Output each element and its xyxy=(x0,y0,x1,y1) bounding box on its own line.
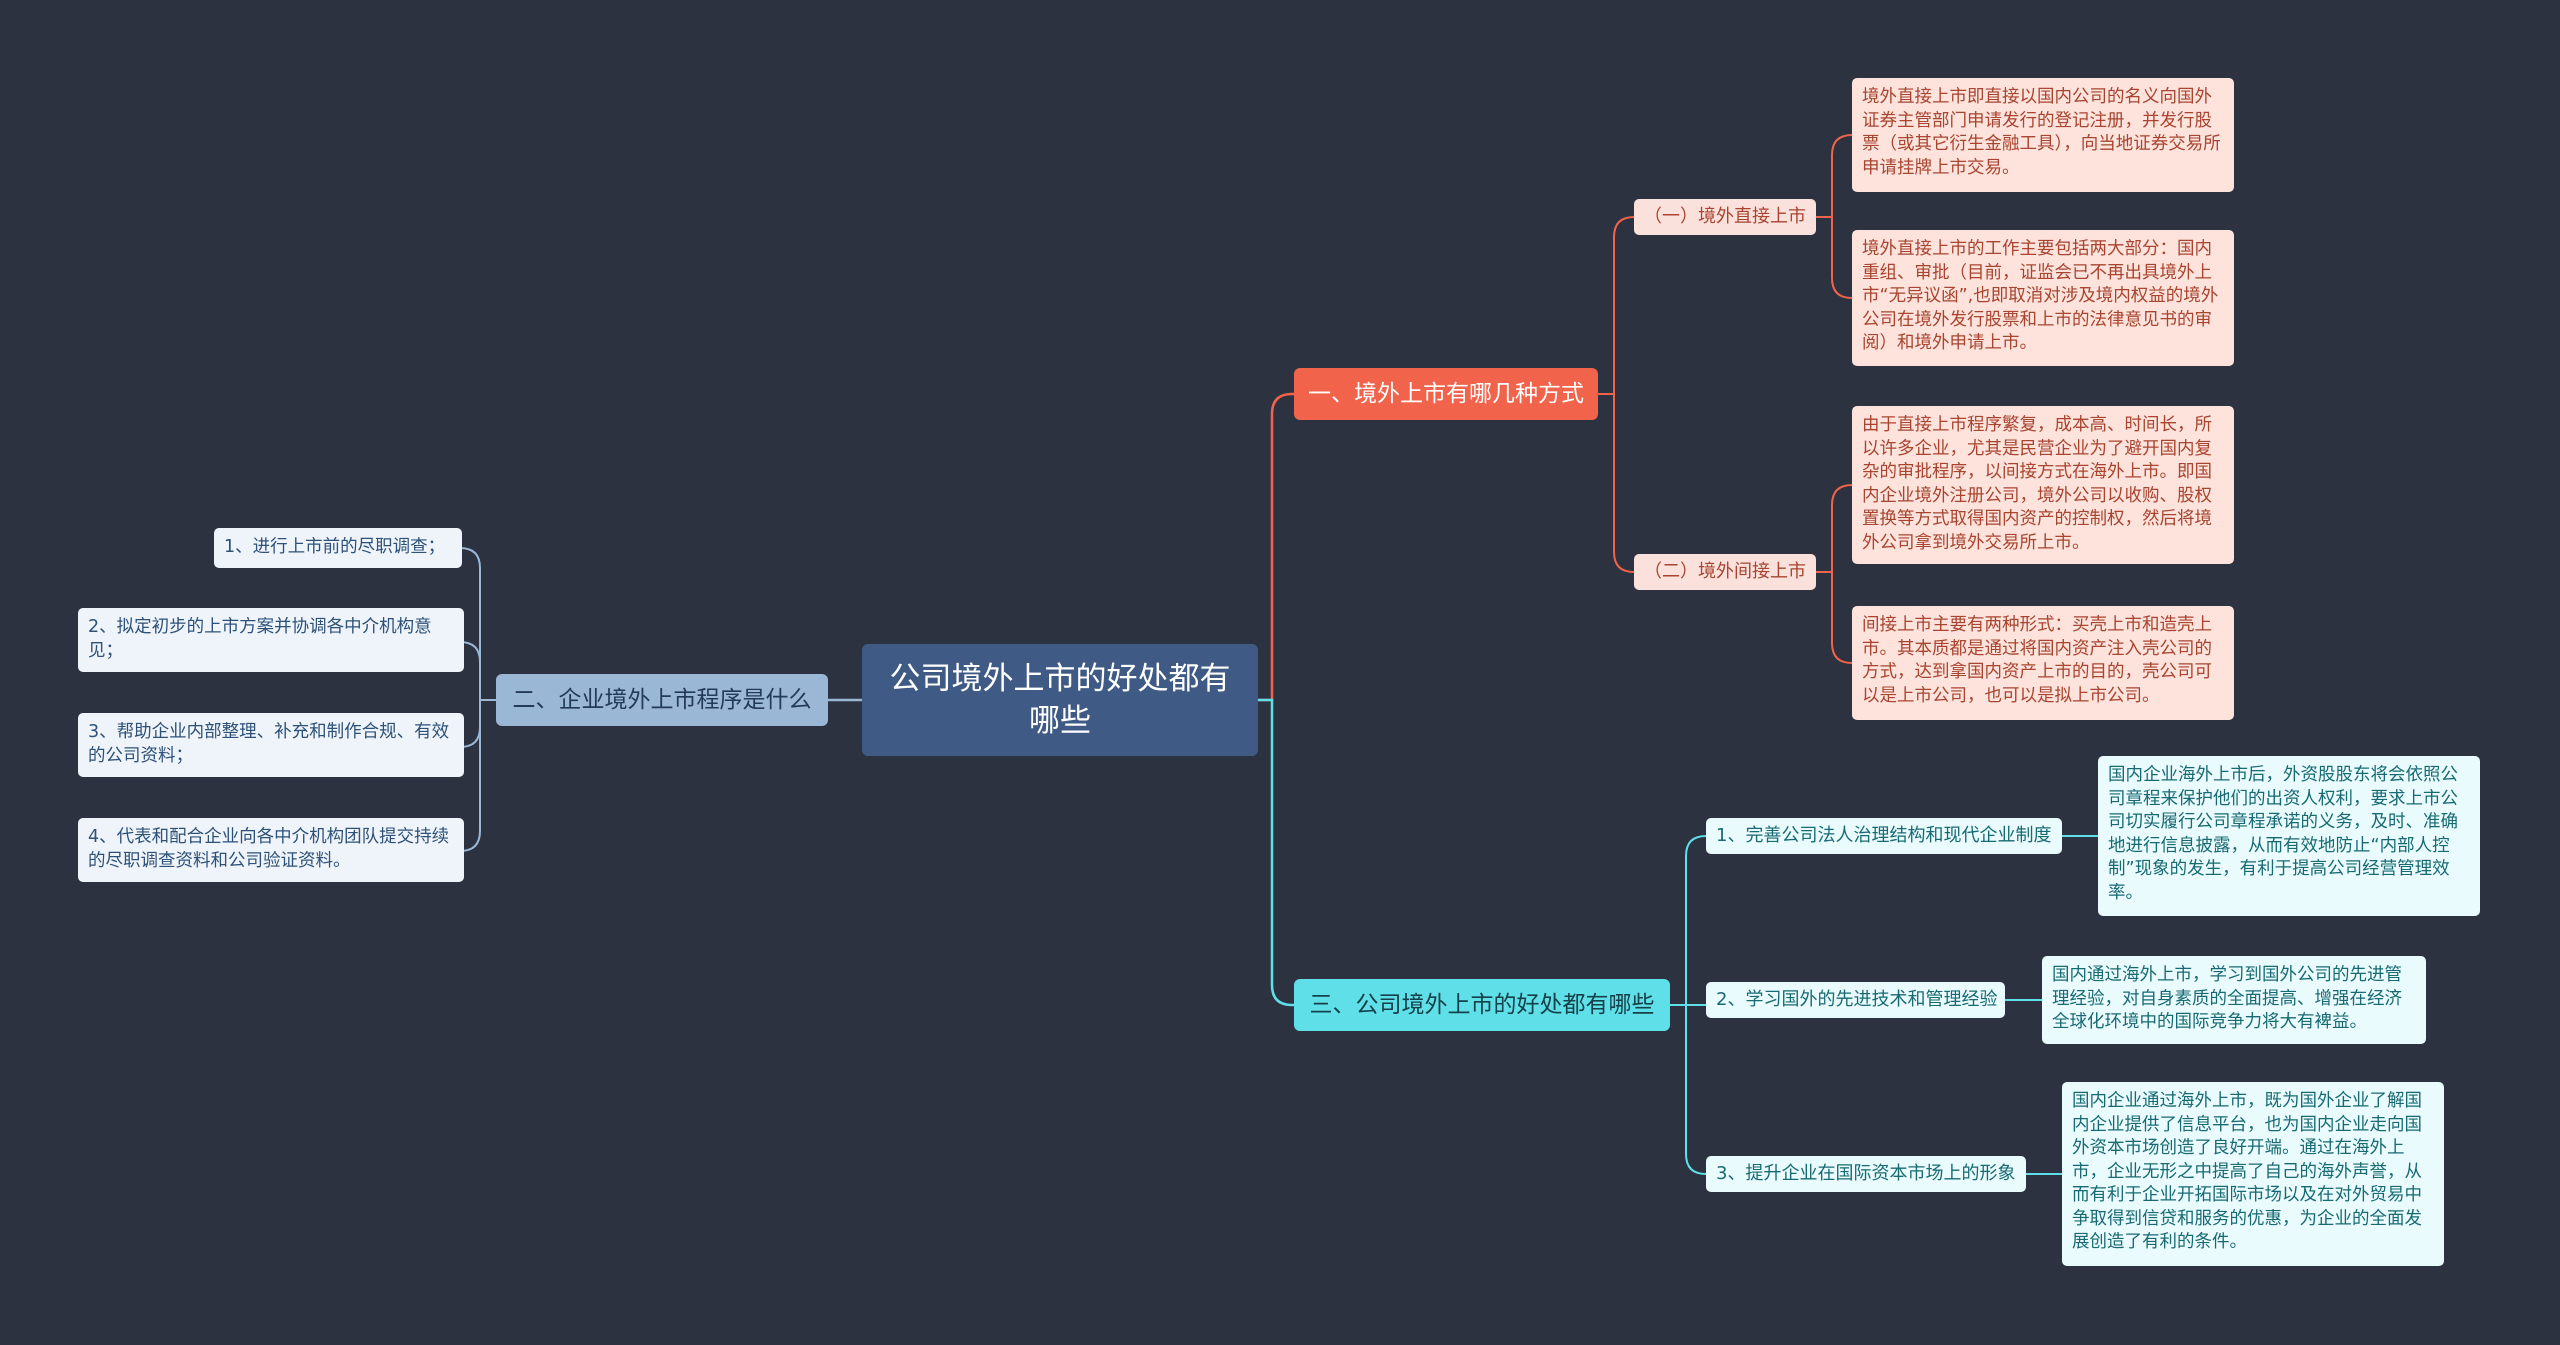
leaf-text: 4、代表和配合企业向各中介机构团队提交持续的尽职调查资料和公司验证资料。 xyxy=(88,827,450,871)
sub-label: （一）境外直接上市 xyxy=(1644,206,1806,227)
leaf-indirect-forms[interactable]: 间接上市主要有两种形式：买壳上市和造壳上市。其本质都是通过将国内资产注入壳公司的… xyxy=(1852,606,2234,720)
branch-listing-methods[interactable]: 一、境外上市有哪几种方式 xyxy=(1294,368,1598,420)
detail-text: 国内通过海外上市，学习到国外公司的先进管理经验，对自身素质的全面提高、增强在经济… xyxy=(2052,965,2402,1032)
branch-label: 二、企业境外上市程序是什么 xyxy=(512,687,812,713)
branch-listing-procedure[interactable]: 二、企业境外上市程序是什么 xyxy=(496,674,828,726)
leaf-procedure-1[interactable]: 1、进行上市前的尽职调查； xyxy=(214,528,462,568)
leaf-text: 境外直接上市即直接以国内公司的名义向国外证券主管部门申请发行的登记注册，并发行股… xyxy=(1862,87,2221,178)
item-image[interactable]: 3、提升企业在国际资本市场上的形象 xyxy=(1706,1156,2026,1192)
leaf-indirect-reason[interactable]: 由于直接上市程序繁复，成本高、时间长，所以许多企业，尤其是民营企业为了避开国内复… xyxy=(1852,406,2234,564)
item-governance[interactable]: 1、完善公司法人治理结构和现代企业制度 xyxy=(1706,818,2062,854)
detail-text: 国内企业海外上市后，外资股股东将会依照公司章程来保护他们的出资人权利，要求上市公… xyxy=(2108,765,2458,903)
leaf-direct-definition[interactable]: 境外直接上市即直接以国内公司的名义向国外证券主管部门申请发行的登记注册，并发行股… xyxy=(1852,78,2234,192)
item-learning[interactable]: 2、学习国外的先进技术和管理经验 xyxy=(1706,982,2005,1018)
item-label: 2、学习国外的先进技术和管理经验 xyxy=(1716,989,1998,1010)
branch-listing-benefits[interactable]: 三、公司境外上市的好处都有哪些 xyxy=(1294,979,1670,1031)
sub-label: （二）境外间接上市 xyxy=(1644,561,1806,582)
leaf-procedure-4[interactable]: 4、代表和配合企业向各中介机构团队提交持续的尽职调查资料和公司验证资料。 xyxy=(78,818,464,882)
branch-label: 三、公司境外上市的好处都有哪些 xyxy=(1309,992,1655,1018)
leaf-procedure-3[interactable]: 3、帮助企业内部整理、补充和制作合规、有效的公司资料； xyxy=(78,713,464,777)
detail-learning[interactable]: 国内通过海外上市，学习到国外公司的先进管理经验，对自身素质的全面提高、增强在经济… xyxy=(2042,956,2426,1044)
sub-indirect-listing[interactable]: （二）境外间接上市 xyxy=(1634,554,1816,590)
detail-image[interactable]: 国内企业通过海外上市，既为国外企业了解国内企业提供了信息平台，也为国内企业走向国… xyxy=(2062,1082,2444,1266)
root-title: 公司境外上市的好处都有哪些 xyxy=(889,661,1231,739)
leaf-text: 2、拟定初步的上市方案并协调各中介机构意见； xyxy=(88,617,432,661)
sub-direct-listing[interactable]: （一）境外直接上市 xyxy=(1634,199,1816,235)
item-label: 3、提升企业在国际资本市场上的形象 xyxy=(1716,1163,2016,1184)
detail-text: 国内企业通过海外上市，既为国外企业了解国内企业提供了信息平台，也为国内企业走向国… xyxy=(2072,1091,2422,1252)
leaf-text: 由于直接上市程序繁复，成本高、时间长，所以许多企业，尤其是民营企业为了避开国内复… xyxy=(1862,415,2212,553)
leaf-text: 1、进行上市前的尽职调查； xyxy=(224,537,446,557)
leaf-text: 3、帮助企业内部整理、补充和制作合规、有效的公司资料； xyxy=(88,722,450,766)
detail-governance[interactable]: 国内企业海外上市后，外资股股东将会依照公司章程来保护他们的出资人权利，要求上市公… xyxy=(2098,756,2480,916)
leaf-direct-work[interactable]: 境外直接上市的工作主要包括两大部分：国内重组、审批（目前，证监会已不再出具境外上… xyxy=(1852,230,2234,366)
root-topic[interactable]: 公司境外上市的好处都有哪些 xyxy=(862,644,1258,756)
leaf-text: 间接上市主要有两种形式：买壳上市和造壳上市。其本质都是通过将国内资产注入壳公司的… xyxy=(1862,615,2212,706)
branch-label: 一、境外上市有哪几种方式 xyxy=(1308,381,1584,407)
leaf-procedure-2[interactable]: 2、拟定初步的上市方案并协调各中介机构意见； xyxy=(78,608,464,672)
leaf-text: 境外直接上市的工作主要包括两大部分：国内重组、审批（目前，证监会已不再出具境外上… xyxy=(1862,239,2219,353)
item-label: 1、完善公司法人治理结构和现代企业制度 xyxy=(1716,825,2052,846)
